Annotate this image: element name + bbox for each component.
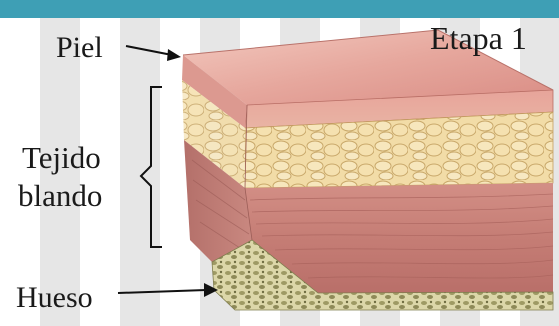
soft-tissue-label-line1: Tejido — [22, 142, 101, 173]
bone-pointer-arrow — [118, 283, 218, 297]
stage-title: Etapa 1 — [430, 22, 527, 54]
bone-label: Hueso — [16, 283, 93, 313]
soft-tissue-label-line2: blando — [18, 180, 102, 211]
skin-label: Piel — [56, 33, 103, 63]
soft-tissue-bracket — [141, 87, 162, 247]
skin-pointer-arrow — [126, 46, 181, 61]
